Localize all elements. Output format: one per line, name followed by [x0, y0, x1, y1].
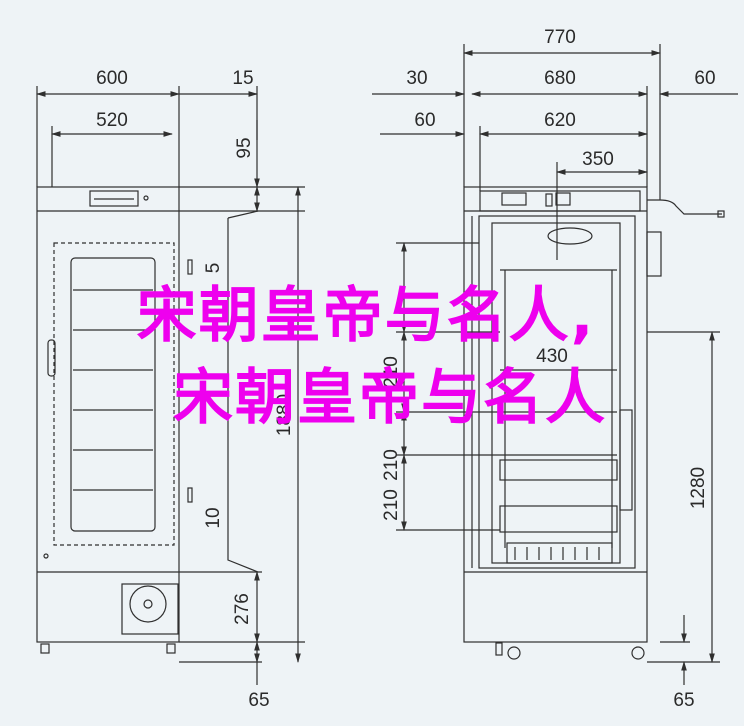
side-dim-labels: 770 30 680 60 60 620 350 430 210 210 210… — [381, 27, 716, 711]
vent-grille — [506, 542, 613, 564]
front-view — [36, 86, 305, 663]
dim-65-front: 65 — [248, 690, 269, 711]
door-handle — [47, 339, 56, 377]
dim-770: 770 — [544, 27, 576, 48]
overlay-title-line-1: 宋朝皇帝与名人, — [136, 281, 596, 351]
dim-210-a: 210 — [381, 356, 402, 388]
dim-600: 600 — [96, 68, 128, 89]
dim-350: 350 — [582, 149, 614, 170]
overlay-title-line-2: 宋朝皇帝与名人 — [173, 363, 607, 433]
glass-door — [70, 257, 156, 532]
dim-10: 10 — [203, 507, 224, 528]
dim-15: 15 — [232, 68, 253, 89]
dim-276: 276 — [232, 593, 253, 625]
front-dim-lines — [36, 91, 301, 685]
dim-680: 680 — [544, 68, 576, 89]
dim-30: 30 — [406, 68, 427, 89]
dim-1880: 1880 — [274, 394, 295, 436]
fan-grille — [121, 583, 179, 635]
dim-620: 620 — [544, 110, 576, 131]
dim-1280: 1280 — [688, 467, 709, 509]
dim-95: 95 — [234, 137, 255, 158]
dim-520: 520 — [96, 110, 128, 131]
front-dim-labels: 600 15 520 95 5 1880 10 276 65 — [96, 68, 295, 711]
power-cord — [647, 199, 722, 215]
dim-65-side: 65 — [673, 690, 694, 711]
dim-210-c: 210 — [381, 489, 402, 521]
caster-left — [507, 646, 521, 660]
dim-430: 430 — [536, 346, 568, 367]
dim-60-right: 60 — [694, 68, 715, 89]
dim-60-left: 60 — [414, 110, 435, 131]
dim-5: 5 — [203, 263, 224, 274]
control-panel — [89, 190, 139, 207]
side-dim-lines — [372, 50, 738, 685]
side-view — [396, 44, 725, 663]
caster-right — [631, 646, 645, 660]
dim-210-b: 210 — [381, 449, 402, 481]
